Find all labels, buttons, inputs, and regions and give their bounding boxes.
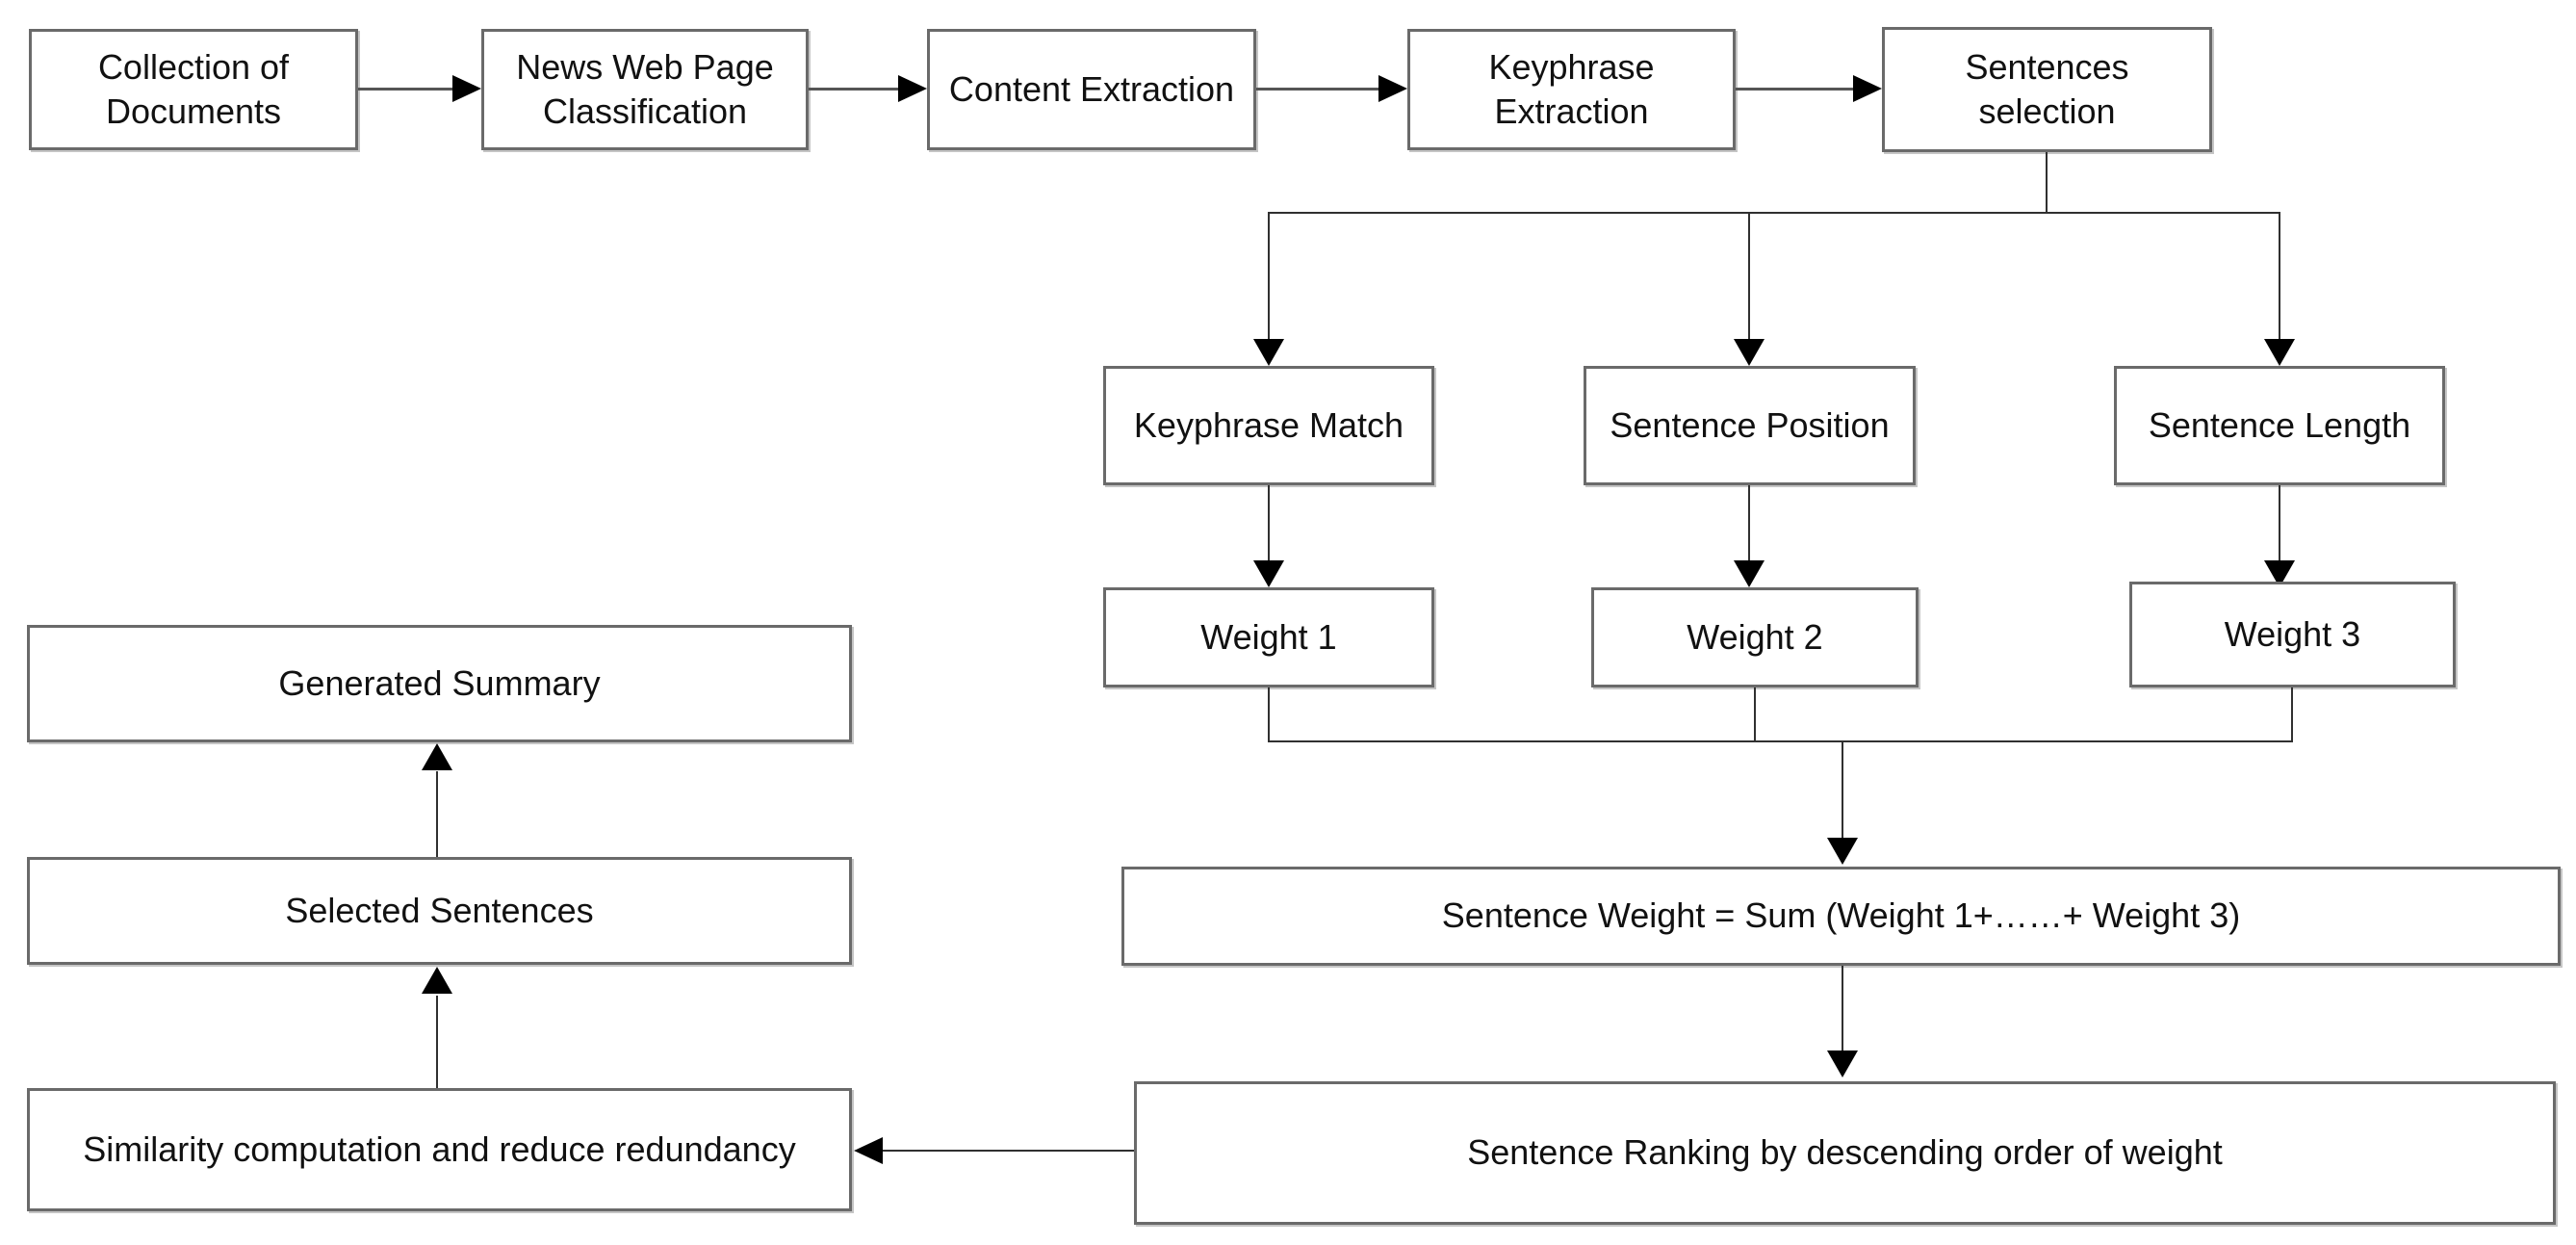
- edge-branch-to-keyphrase-match: [1268, 212, 1270, 339]
- node-sentence-position: Sentence Position: [1584, 366, 1916, 485]
- edge-sentences-selection-stub: [2046, 152, 2048, 214]
- arrow-down-icon: [1827, 1050, 1858, 1077]
- node-weight-3: Weight 3: [2129, 582, 2456, 687]
- node-sentences-selection: Sentences selection: [1882, 27, 2212, 152]
- arrow-left-icon: [854, 1137, 883, 1164]
- edge-branch-to-sentence-length: [2279, 212, 2280, 339]
- node-generated-summary: Generated Summary: [27, 625, 852, 742]
- edge-similarity-to-selected: [436, 996, 438, 1088]
- node-content-extraction: Content Extraction: [927, 29, 1256, 150]
- arrow-down-icon: [2264, 339, 2295, 366]
- edge-keyphrase-to-sentences: [1736, 88, 1855, 91]
- edge-weight2-down: [1754, 687, 1756, 742]
- arrow-down-icon: [1827, 838, 1858, 865]
- edge-weight3-down: [2291, 687, 2293, 742]
- node-sentence-weight-sum: Sentence Weight = Sum (Weight 1+……+ Weig…: [1121, 867, 2561, 966]
- edge-keyphrase-match-to-weight1: [1268, 485, 1270, 560]
- edge-branch-horizontal: [1268, 212, 2280, 214]
- edge-weight1-down: [1268, 687, 1270, 742]
- arrow-right-icon: [898, 75, 927, 102]
- node-selected-sentences: Selected Sentences: [27, 857, 852, 965]
- node-keyphrase-extraction: Keyphrase Extraction: [1407, 29, 1736, 150]
- edge-merge-to-sum: [1842, 740, 1843, 838]
- node-weight-1: Weight 1: [1103, 587, 1434, 687]
- node-news-web-page-classification: News Web Page Classification: [481, 29, 809, 150]
- edge-content-to-keyphrase: [1256, 88, 1380, 91]
- edge-classification-to-content: [809, 88, 900, 91]
- arrow-right-icon: [1853, 75, 1882, 102]
- edge-sentence-length-to-weight3: [2279, 485, 2280, 560]
- node-weight-2: Weight 2: [1591, 587, 1919, 687]
- arrow-down-icon: [1253, 560, 1284, 587]
- edge-ranking-to-similarity: [881, 1150, 1134, 1152]
- node-collection-of-documents: Collection of Documents: [29, 29, 358, 150]
- arrow-up-icon: [422, 743, 452, 770]
- arrow-right-icon: [1378, 75, 1407, 102]
- node-keyphrase-match: Keyphrase Match: [1103, 366, 1434, 485]
- edge-sentence-position-to-weight2: [1748, 485, 1750, 560]
- arrow-right-icon: [452, 75, 481, 102]
- arrow-down-icon: [1734, 339, 1765, 366]
- node-sentence-ranking: Sentence Ranking by descending order of …: [1134, 1081, 2556, 1225]
- arrow-up-icon: [422, 967, 452, 994]
- node-similarity-computation: Similarity computation and reduce redund…: [27, 1088, 852, 1211]
- edge-selected-to-summary: [436, 771, 438, 857]
- node-sentence-length: Sentence Length: [2114, 366, 2445, 485]
- edge-collection-to-classification: [358, 88, 456, 91]
- arrow-down-icon: [1734, 560, 1765, 587]
- edge-sum-to-ranking: [1842, 966, 1843, 1050]
- edge-branch-to-sentence-position: [1748, 212, 1750, 339]
- edge-merge-horizontal: [1268, 740, 2293, 742]
- arrow-down-icon: [1253, 339, 1284, 366]
